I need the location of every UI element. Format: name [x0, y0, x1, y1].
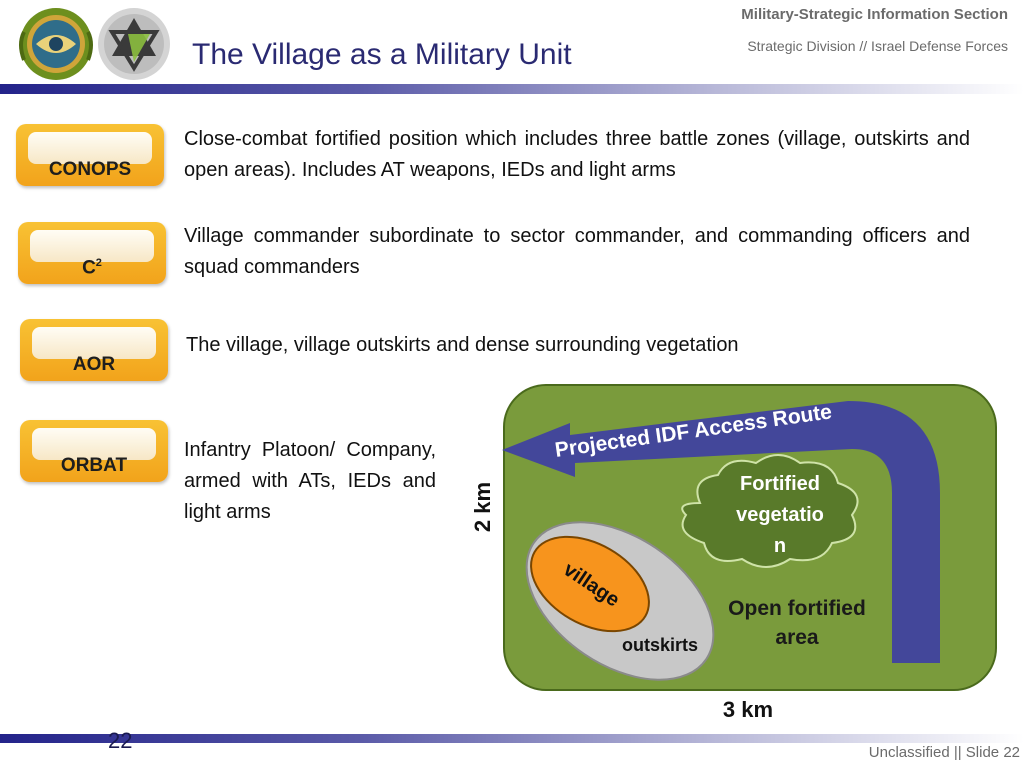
orbat-badge: ORBAT [20, 420, 168, 482]
width-label: 3 km [723, 697, 773, 722]
aor-label: AOR [72, 354, 116, 375]
fortified-vegetation: Fortified vegetatio n [681, 454, 859, 568]
page-title: The Village as a Military Unit [192, 38, 572, 71]
header-logos [19, 8, 170, 80]
vegetation-label-2: vegetatio [736, 504, 824, 526]
page-number: 22 [108, 728, 133, 753]
intelligence-emblem-logo [19, 8, 93, 80]
vegetation-label-1: Fortified [740, 473, 820, 495]
org-title: Military-Strategic Information Section [741, 6, 1008, 23]
height-label: 2 km [470, 482, 495, 532]
orbat-text: Infantry Platoon/ Company, armed with AT… [184, 439, 436, 523]
conops-badge: CONOPS [16, 124, 164, 186]
c2-badge: C2 [18, 222, 166, 284]
aor-badge: AOR [20, 319, 168, 381]
footer-divider [0, 734, 1024, 743]
access-route [502, 401, 940, 663]
village-diagram: Projected IDF Access Route Fortified veg… [470, 384, 997, 722]
open-area-label-2: area [775, 626, 819, 649]
slide-footer: Unclassified || Slide 22 [868, 744, 1020, 761]
village-area [530, 535, 650, 633]
conops-text: Close-combat fortified position which in… [184, 128, 970, 181]
c2-text: Village commander subordinate to sector … [184, 225, 970, 278]
conops-label: CONOPS [48, 159, 132, 180]
vegetation-label-3: n [774, 535, 786, 557]
orbat-label: ORBAT [60, 455, 128, 476]
org-subtitle: Strategic Division // Israel Defense For… [747, 38, 1008, 54]
open-area-label-1: Open fortified [728, 597, 866, 620]
outskirts-label: outskirts [622, 635, 698, 655]
aor-text: The village, village outskirts and dense… [186, 334, 739, 356]
header-divider [0, 84, 1024, 94]
c2-label: C2 [82, 256, 102, 278]
idf-star-logo [98, 8, 170, 80]
